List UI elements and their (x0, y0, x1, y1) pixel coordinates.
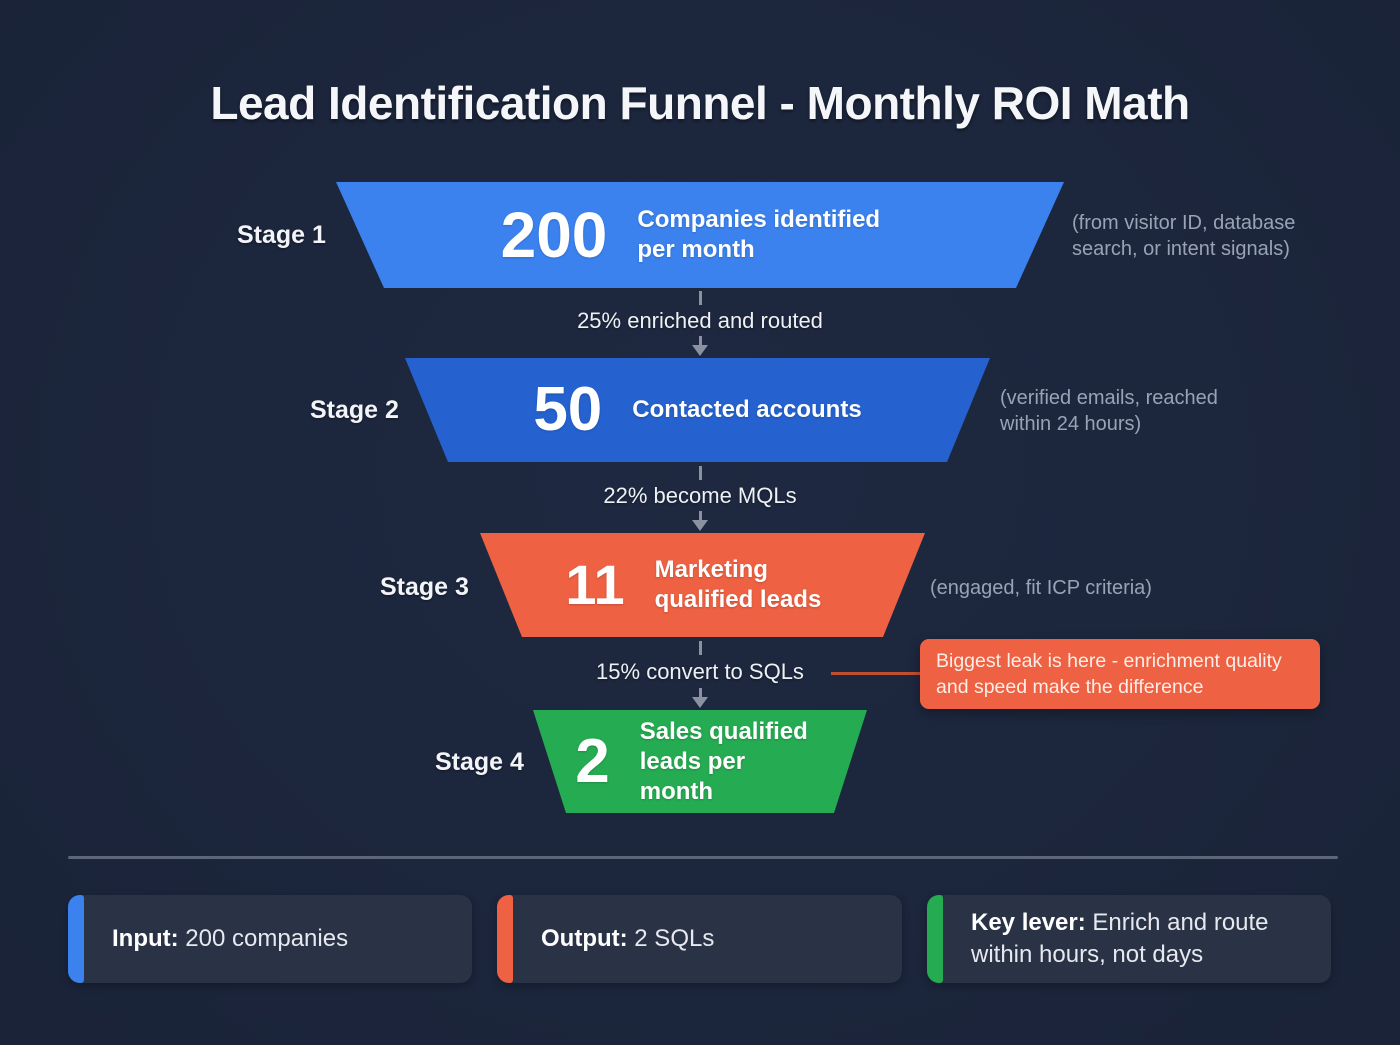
key-lever-text: Key lever: Enrich and route within hours… (971, 907, 1311, 970)
stage-1-label: Companies identified per month (637, 206, 881, 263)
key-lever-label: Key lever: (971, 909, 1086, 937)
output-accent-bar (497, 895, 513, 983)
funnel-stage-3: 11 Marketing qualified leads (480, 533, 925, 637)
stage-2-label: Contacted accounts (632, 396, 862, 423)
transition-3-label: 15% convert to SQLs (596, 658, 804, 684)
stage-3-label: Marketing qualified leads (654, 556, 822, 613)
transition-2-line (698, 466, 702, 480)
stage-3-note: (engaged, fit ICP criteria) (930, 577, 1152, 599)
callout-connector-line (831, 672, 920, 675)
funnel-stage-2: 50 Contacted accounts (405, 358, 990, 462)
transition-1: 25% enriched and routed (550, 291, 850, 356)
leak-callout-text: Biggest leak is here - enrichment qualit… (936, 649, 1282, 698)
summary-card-input: Input: 200 companies (68, 895, 472, 983)
input-label: Input: (112, 925, 179, 953)
divider (68, 856, 1338, 859)
input-text: Input: 200 companies (112, 923, 348, 955)
stage-3-tag: Stage 3 (380, 573, 469, 601)
leak-callout: Biggest leak is here - enrichment qualit… (920, 639, 1320, 709)
stage-4-label: Sales qualified leads per month (639, 717, 808, 805)
stage-1-note: (from visitor ID, database search, or in… (1072, 212, 1296, 260)
transition-2: 22% become MQLs (550, 466, 850, 531)
stage-2-note: (verified emails, reached within 24 hour… (1000, 387, 1218, 435)
transition-2-label: 22% become MQLs (603, 482, 797, 508)
stage-1-tag: Stage 1 (237, 221, 326, 249)
input-accent-bar (68, 895, 84, 983)
key-lever-value: Enrich and route within hours, not days (971, 909, 1269, 968)
stage-2-tag: Stage 2 (310, 396, 399, 424)
page-title: Lead Identification Funnel - Monthly ROI… (210, 77, 1190, 129)
input-value: 200 companies (178, 925, 349, 953)
down-arrow-icon (692, 336, 708, 356)
transition-1-line (698, 291, 702, 305)
down-arrow-icon (692, 688, 708, 708)
output-value: 2 SQLs (627, 925, 715, 953)
transition-1-label: 25% enriched and routed (577, 307, 823, 333)
stage-2-value: 50 (533, 375, 603, 444)
transition-3-line (698, 641, 702, 655)
stage-4-value: 2 (575, 726, 610, 796)
output-label: Output: (541, 925, 628, 953)
stage-1-value: 200 (500, 199, 608, 271)
stage-3-value: 11 (565, 553, 625, 616)
down-arrow-icon (692, 511, 708, 531)
funnel-stage-4: 2 Sales qualified leads per month (533, 710, 867, 813)
funnel-stage-1: 200 Companies identified per month (336, 182, 1064, 288)
transition-3: 15% convert to SQLs (550, 641, 850, 708)
summary-card-key-lever: Key lever: Enrich and route within hours… (927, 895, 1331, 983)
output-text: Output: 2 SQLs (541, 923, 714, 955)
stage-4-tag: Stage 4 (435, 748, 524, 776)
key-lever-accent-bar (927, 895, 943, 983)
summary-card-output: Output: 2 SQLs (497, 895, 902, 983)
